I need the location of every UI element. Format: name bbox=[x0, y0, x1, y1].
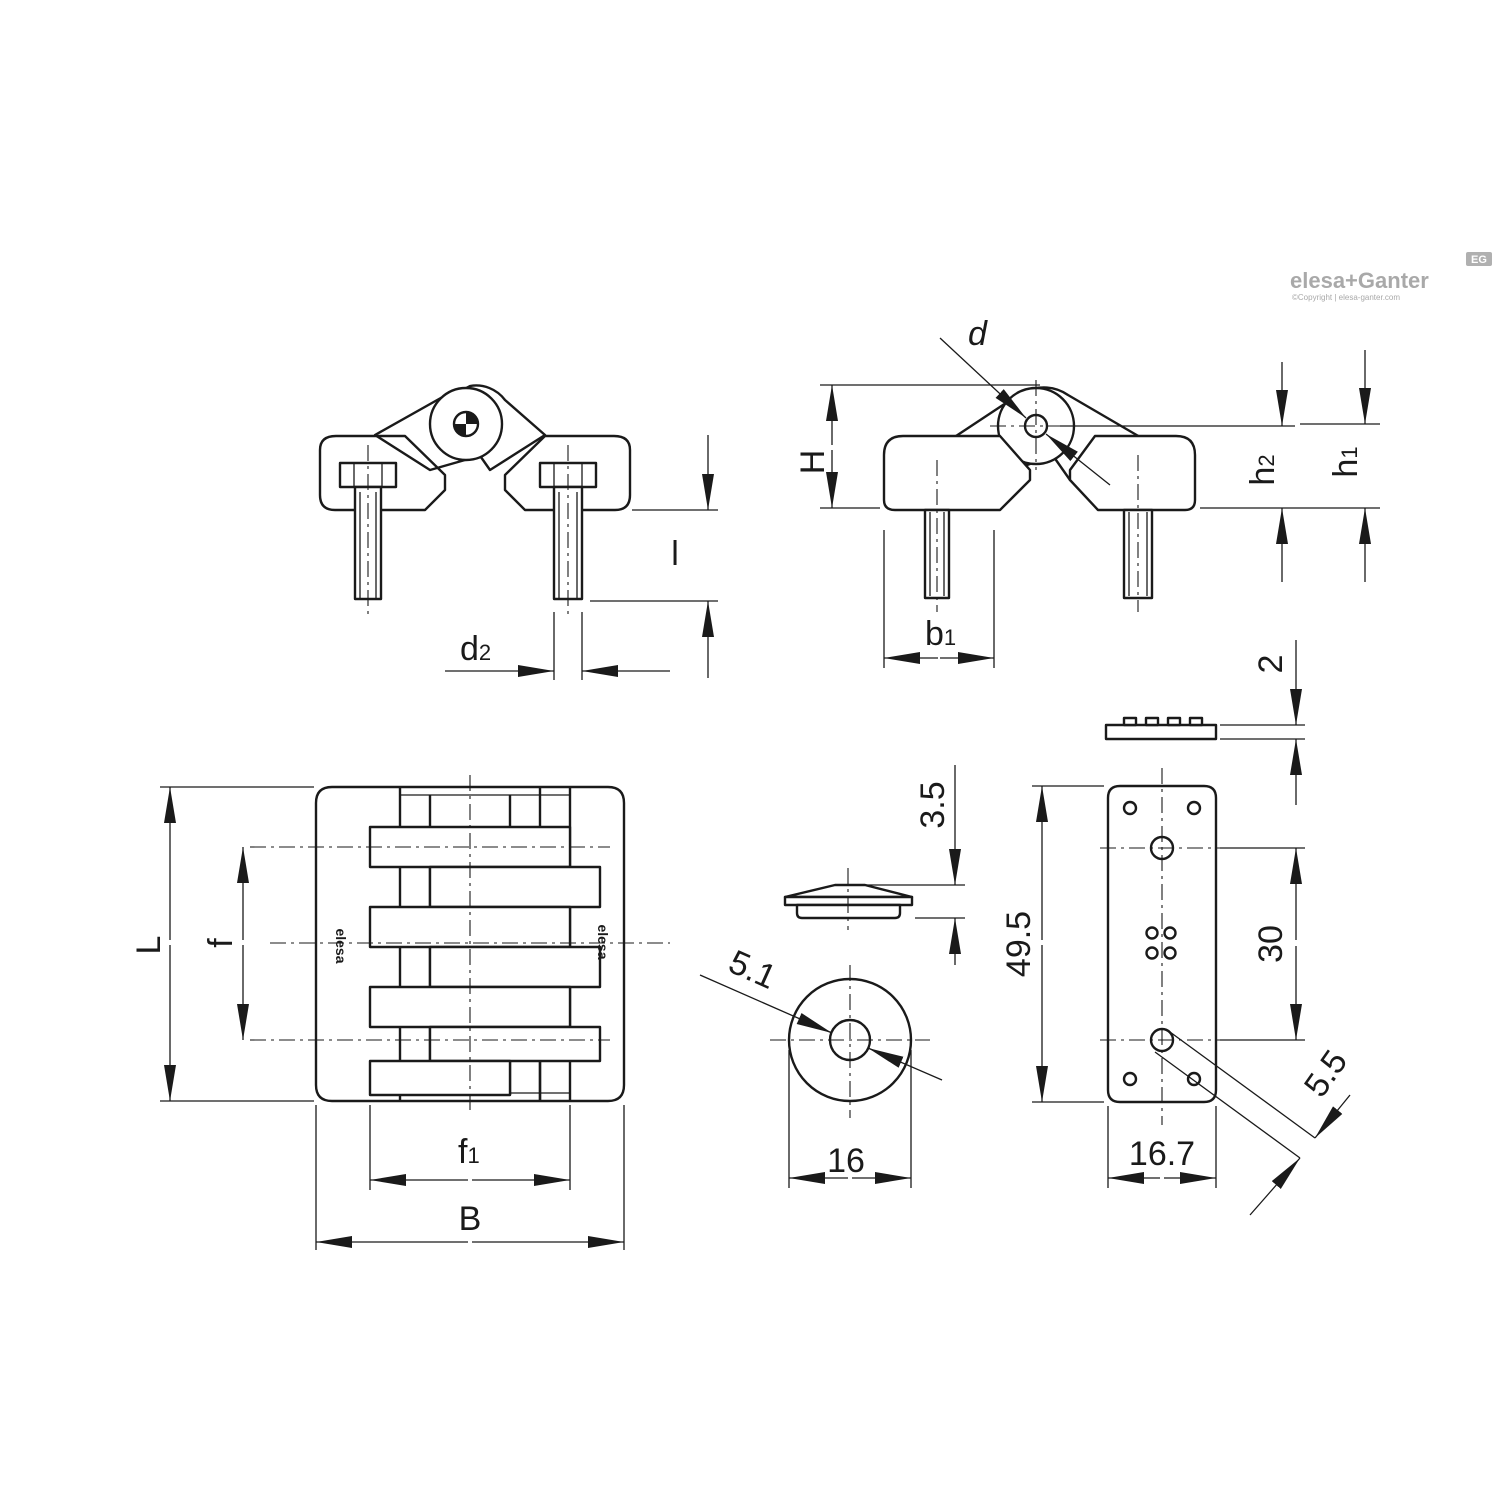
dim-plate-width-label: 16.7 bbox=[1129, 1135, 1195, 1173]
dim-h1-subscript: 1 bbox=[1337, 446, 1362, 458]
section-view: l d2 bbox=[318, 384, 718, 680]
dim-L-label: L bbox=[130, 936, 168, 955]
dim-cap-height-label: 3.5 bbox=[914, 781, 952, 828]
dim-d2-subscript: 2 bbox=[479, 640, 491, 665]
knuckle-bar-4 bbox=[428, 945, 602, 989]
part-marking-left: elesa bbox=[333, 928, 349, 963]
plate-corner-hole-tr bbox=[1186, 800, 1202, 816]
svg-text:d2: d2 bbox=[460, 630, 491, 668]
side-leaf-right bbox=[1068, 434, 1197, 512]
svg-text:h2: h2 bbox=[1244, 454, 1282, 485]
dim-h2-subscript: 2 bbox=[1254, 454, 1279, 466]
logo-copyright-text: ©Copyright | elesa-ganter.com bbox=[1292, 293, 1400, 302]
dim-f-label: f bbox=[202, 938, 240, 948]
knuckle-bar-2 bbox=[428, 865, 602, 909]
logo-badge-text: EG bbox=[1471, 254, 1487, 266]
plate-corner-hole-br bbox=[1186, 1071, 1202, 1087]
dim-h1-label: h bbox=[1327, 459, 1365, 478]
dim-plate-hole-pitch-label: 30 bbox=[1252, 925, 1290, 963]
backing-plate-view: 2 49.5 30 16.7 bbox=[1000, 640, 1355, 1216]
side-view: d H h2 h1 b1 bbox=[794, 315, 1380, 668]
dim-l-label: l bbox=[671, 535, 679, 573]
dim-d-label: d bbox=[968, 315, 988, 353]
logo-brand-text: elesa+Ganter bbox=[1290, 268, 1429, 293]
svg-text:h1: h1 bbox=[1327, 446, 1365, 477]
elesa-ganter-logo: elesa+Ganter ©Copyright | elesa-ganter.c… bbox=[1290, 252, 1492, 302]
dim-cap-diameter-label: 16 bbox=[827, 1142, 865, 1180]
dim-h2-label: h bbox=[1244, 467, 1282, 486]
svg-text:b1: b1 bbox=[925, 615, 956, 653]
dim-d2-label: d bbox=[460, 630, 479, 668]
dim-H-label: H bbox=[794, 450, 832, 475]
svg-text:f1: f1 bbox=[458, 1133, 480, 1171]
knuckle-bar-6 bbox=[428, 1025, 602, 1063]
plate-corner-hole-bl bbox=[1122, 1071, 1138, 1087]
dim-plate-length-label: 49.5 bbox=[1000, 911, 1038, 977]
dim-b1-subscript: 1 bbox=[944, 625, 956, 650]
section-leaf-right bbox=[503, 434, 632, 512]
part-marking-right: elesa bbox=[595, 924, 611, 959]
plate-corner-hole-tl bbox=[1122, 800, 1138, 816]
dim-f1-label: f bbox=[458, 1133, 468, 1171]
dim-b1-label: b bbox=[925, 615, 944, 653]
side-leaf-left bbox=[882, 434, 1032, 512]
section-leaf-left bbox=[318, 434, 447, 512]
dim-B-label: B bbox=[459, 1200, 482, 1238]
dim-plate-thickness-label: 2 bbox=[1252, 655, 1290, 674]
logo-badge bbox=[1466, 252, 1492, 266]
cover-cap-view: 3.5 5.1 16 bbox=[699, 765, 965, 1188]
knuckle-bar-7 bbox=[368, 1059, 512, 1097]
plate-profile bbox=[1104, 723, 1218, 741]
front-view: elesa elesa L f f1 B bbox=[130, 775, 670, 1250]
dim-f1-subscript: 1 bbox=[467, 1143, 479, 1168]
dim-plate-hole-label: 5.5 bbox=[1297, 1043, 1355, 1104]
